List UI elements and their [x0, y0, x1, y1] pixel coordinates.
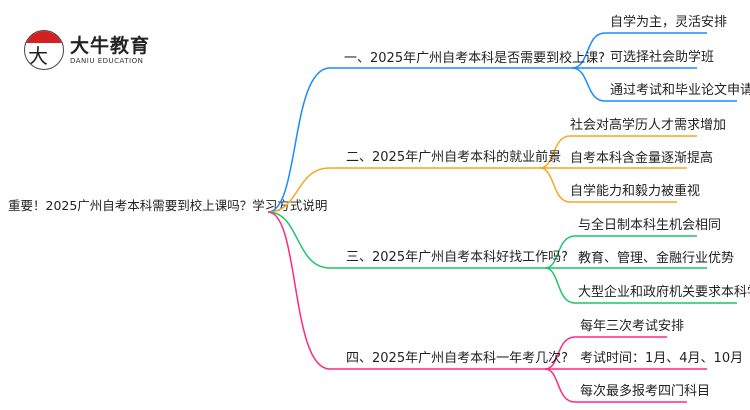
branch-3 [267, 211, 737, 304]
branch-1-label[interactable]: 一、2025年广州自考本科是否需要到校上课? [344, 50, 605, 66]
branch-3-child-2[interactable]: 教育、管理、金融行业优势 [578, 250, 734, 266]
branch-4-child-1[interactable]: 每年三次考试安排 [580, 318, 684, 334]
branch-3-child-1[interactable]: 与全日制本科生机会相同 [578, 217, 721, 233]
branch-1 [267, 32, 737, 213]
branch-2-child-2[interactable]: 自考本科含金量逐渐提高 [570, 150, 713, 166]
root-node[interactable]: 重要！2025广州自考本科需要到校上课吗？学习方式说明 [8, 198, 327, 213]
branch-1-child-2[interactable]: 可选择社会助学班 [610, 49, 714, 65]
branch-4 [267, 211, 707, 403]
branch-1-child-3[interactable]: 通过考试和毕业论文申请毕业 [610, 83, 750, 98]
branch-2-child-1[interactable]: 社会对高学历人才需求增加 [570, 117, 726, 133]
branch-2-label[interactable]: 二、2025年广州自考本科的就业前景 [346, 149, 561, 165]
branch-1-child-1[interactable]: 自学为主，灵活安排 [610, 14, 727, 30]
branch-2 [267, 135, 697, 213]
branch-4-child-2[interactable]: 考试时间：1月、4月、10月 [580, 351, 743, 366]
branch-2-child-3[interactable]: 自学能力和毅力被重视 [570, 183, 700, 199]
logo-mark-icon: 大 [24, 30, 64, 70]
branch-4-child-3[interactable]: 每次最多报考四门科目 [580, 383, 710, 399]
branch-3-label[interactable]: 三、2025年广州自考本科好找工作吗? [346, 250, 568, 265]
logo-name-en: DANIU EDUCATION [70, 56, 144, 65]
branch-4-label[interactable]: 四、2025年广州自考本科一年考几次? [346, 350, 568, 366]
branch-3-child-3[interactable]: 大型企业和政府机关要求本科学历 [578, 284, 750, 300]
logo-name-cn: 大牛教育 [70, 34, 151, 57]
logo: 大 大牛教育 DANIU EDUCATION [24, 30, 150, 70]
